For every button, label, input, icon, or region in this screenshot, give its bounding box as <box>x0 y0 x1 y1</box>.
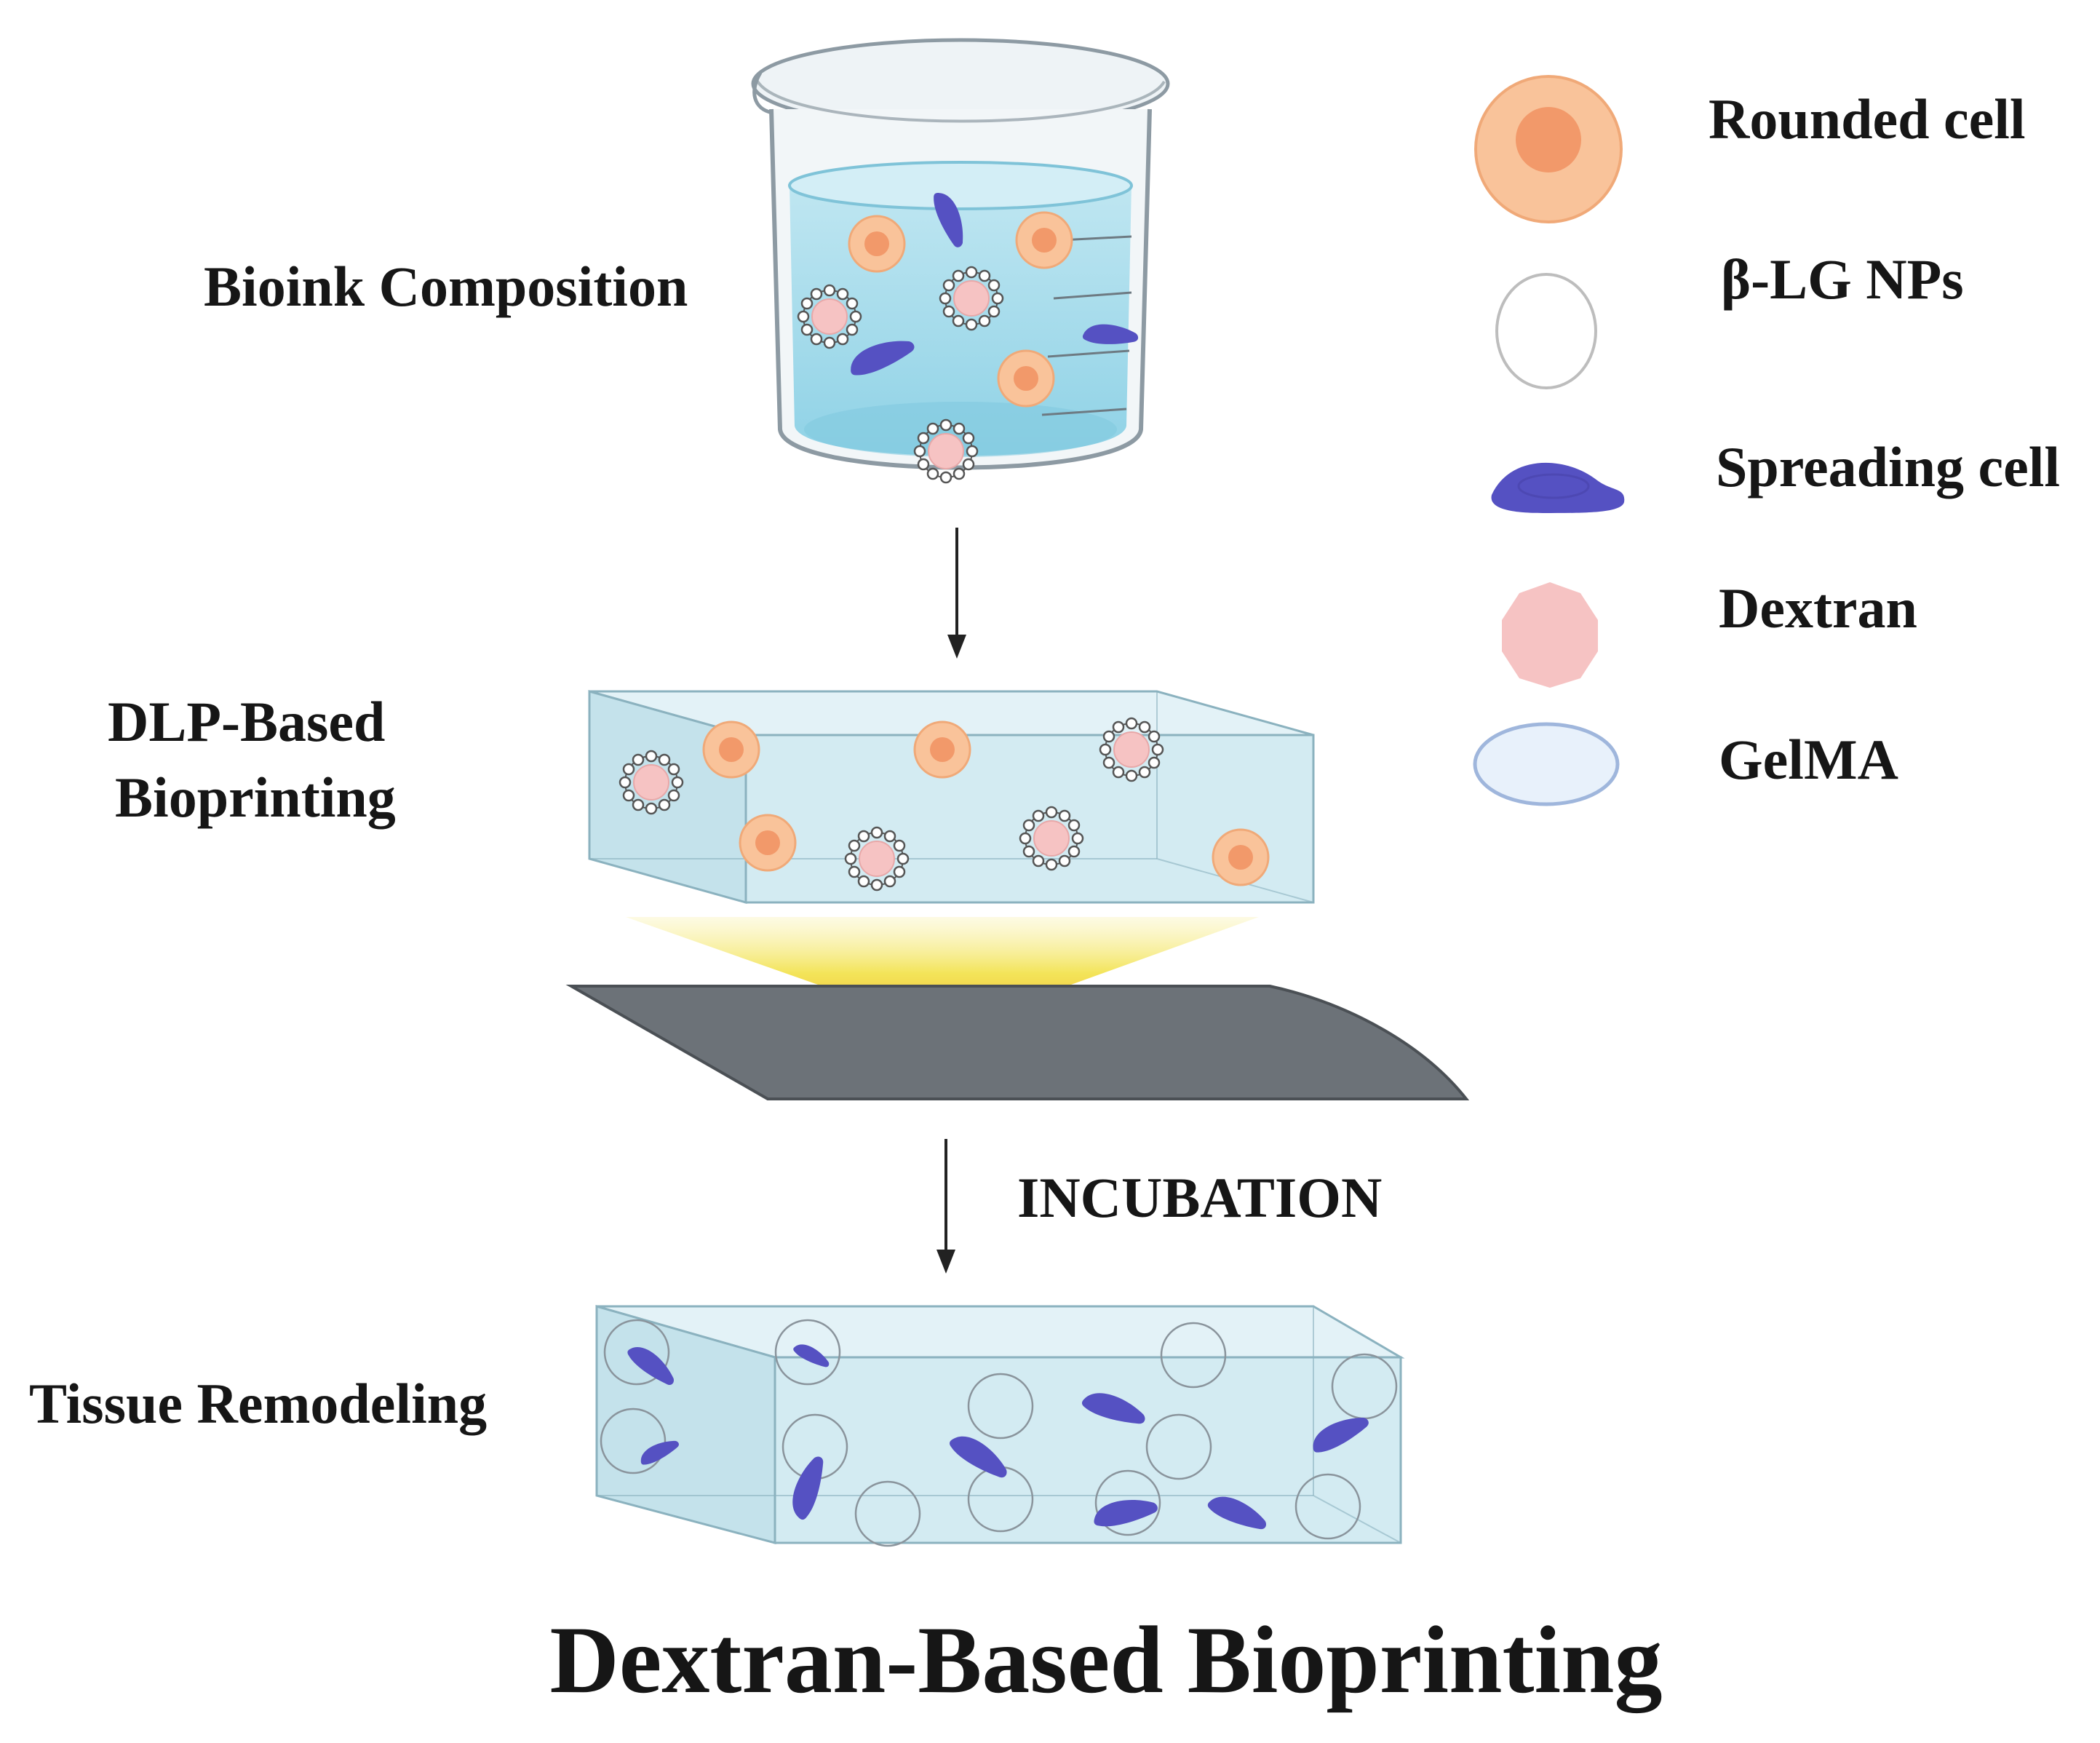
dextran-icon <box>1502 582 1598 688</box>
legend: Rounded cell β-LG NPs Spreading cell Dex… <box>1473 75 2060 806</box>
legend-label-rounded-cell: Rounded cell <box>1709 87 2026 151</box>
label-incubation: INCUBATION <box>1017 1166 1382 1229</box>
printed-hydrogel-block <box>588 690 1315 904</box>
label-dlp-line1: DLP-Based <box>108 690 385 753</box>
label-bioink-composition: Bioink Composition <box>204 255 688 318</box>
legend-label-dextran: Dextran <box>1719 576 1917 640</box>
nanoparticle-ring-icon <box>1495 273 1597 389</box>
label-tissue-remodeling: Tissue Remodeling <box>29 1372 487 1435</box>
remodeled-tissue-block <box>595 1305 1405 1547</box>
legend-label-nanoparticles: β-LG NPs <box>1721 247 1964 311</box>
rounded-cell-icon <box>1474 75 1623 223</box>
light-beam-icon <box>626 917 1259 1030</box>
diagram-title: Dextran-Based Bioprinting <box>549 1606 1662 1713</box>
gelma-icon <box>1473 722 1620 806</box>
spreading-cell-icon <box>1491 462 1625 513</box>
beaker-icon <box>751 38 1170 484</box>
label-dlp-line2: Bioprinting <box>115 766 396 829</box>
legend-label-gelma: GelMA <box>1719 728 1898 791</box>
arrow-down-icon <box>947 528 966 659</box>
legend-label-spreading-cell: Spreading cell <box>1716 435 2060 499</box>
build-platform-icon <box>565 985 1470 1100</box>
arrow-down-icon <box>936 1139 955 1274</box>
